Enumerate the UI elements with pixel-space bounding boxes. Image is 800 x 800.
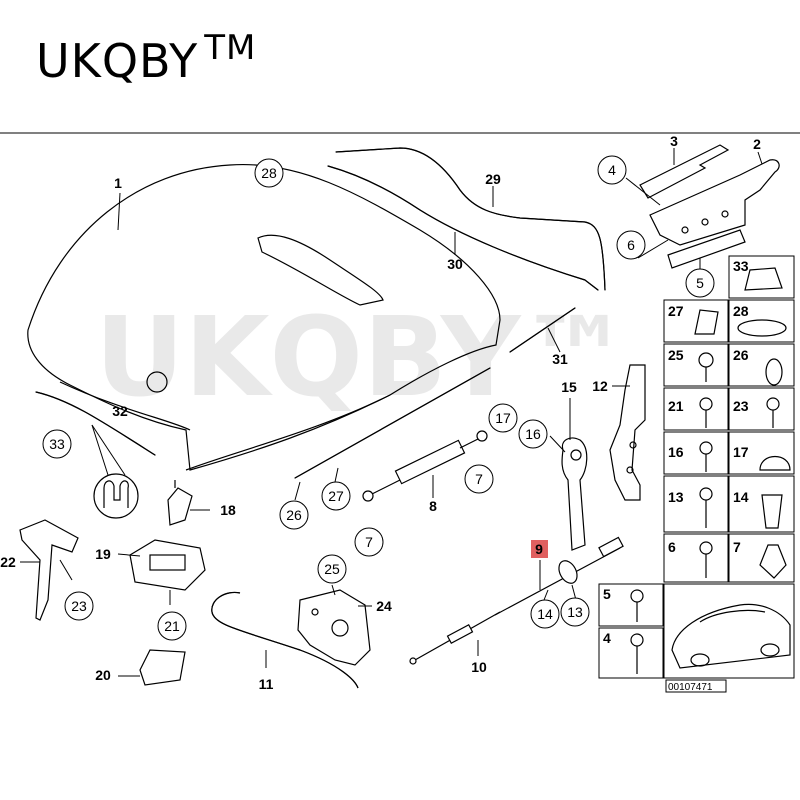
hook-part: [19, 519, 79, 621]
callout-9-highlight: 9: [531, 540, 548, 558]
svg-text:13: 13: [668, 489, 684, 505]
svg-text:27: 27: [328, 488, 344, 504]
hood-lock-part: [297, 584, 372, 666]
callout-21: 21: [157, 611, 187, 641]
release-handle-part: [549, 398, 588, 551]
hinge-part: [625, 144, 780, 270]
drawing-number: 00107471: [668, 682, 713, 693]
svg-text:25: 25: [324, 561, 340, 577]
svg-text:17: 17: [733, 444, 749, 460]
bowden-cable-part: [409, 611, 501, 665]
hood-seal-part: [327, 147, 606, 291]
callout-7a: 7: [464, 464, 494, 494]
svg-text:16: 16: [525, 426, 541, 442]
callout-33: 33: [42, 429, 72, 459]
hood-part: [27, 163, 501, 471]
buffer-block-part: [117, 539, 206, 605]
svg-text:28: 28: [261, 165, 277, 181]
highlight-box: [531, 540, 548, 558]
bracket-part: [609, 364, 646, 501]
label-3: 3: [670, 133, 678, 149]
svg-text:33: 33: [733, 258, 749, 274]
watermark: UKQBY™: [95, 293, 631, 421]
cable-11-part: [211, 591, 359, 689]
svg-text:13: 13: [567, 604, 583, 620]
label-20: 20: [95, 667, 111, 683]
callout-6: 6: [616, 230, 646, 260]
label-19: 19: [95, 546, 111, 562]
callout-7b: 7: [354, 527, 384, 557]
svg-text:23: 23: [733, 398, 749, 414]
svg-text:7: 7: [365, 534, 373, 550]
svg-text:21: 21: [164, 618, 180, 634]
gas-strut-part: [362, 430, 488, 502]
callout-26: 26: [279, 500, 309, 530]
svg-text:5: 5: [696, 275, 704, 291]
svg-text:4: 4: [608, 162, 616, 178]
brand-trademark: TM: [204, 28, 257, 68]
car-silhouette: [671, 603, 791, 669]
svg-text:6: 6: [668, 539, 676, 555]
svg-text:9: 9: [535, 541, 543, 557]
svg-text:23: 23: [71, 598, 87, 614]
callout-14: 14: [530, 599, 560, 629]
label-29: 29: [485, 171, 501, 187]
svg-text:26: 26: [733, 347, 749, 363]
callout-4: 4: [597, 155, 627, 185]
svg-text:25: 25: [668, 347, 684, 363]
label-11: 11: [259, 676, 274, 692]
label-2: 2: [753, 136, 761, 152]
callout-16: 16: [518, 419, 548, 449]
label-15: 15: [561, 379, 577, 395]
rear-strip-part: [294, 367, 491, 501]
label-31: 31: [552, 351, 568, 367]
svg-text:26: 26: [286, 507, 302, 523]
svg-text:5: 5: [603, 586, 611, 602]
svg-text:28: 28: [733, 303, 749, 319]
safety-catch-part: [167, 480, 210, 526]
svg-text:7: 7: [733, 539, 741, 555]
svg-text:7: 7: [475, 471, 483, 487]
label-12: 12: [592, 378, 608, 394]
svg-text:17: 17: [495, 410, 511, 426]
callout-13: 13: [560, 597, 590, 627]
callout-27: 27: [321, 481, 351, 511]
label-10: 10: [471, 659, 487, 675]
label-24: 24: [376, 598, 392, 614]
callout-28: 28: [254, 158, 284, 188]
side-seal-part: [35, 391, 156, 519]
label-8: 8: [429, 498, 437, 514]
svg-text:14: 14: [733, 489, 749, 505]
svg-text:6: 6: [627, 237, 635, 253]
release-cable-part: [494, 536, 624, 616]
fastener-grid: 33 27 28 25 26 21 23 16 17 13 14: [598, 255, 795, 693]
brand-name: UKQBY: [36, 34, 199, 88]
svg-text:16: 16: [668, 444, 684, 460]
label-32: 32: [112, 403, 128, 419]
svg-text:27: 27: [668, 303, 684, 319]
catch-block-part: [118, 649, 186, 686]
callout-25: 25: [317, 554, 347, 584]
label-18: 18: [220, 502, 236, 518]
callout-23: 23: [64, 591, 94, 621]
front-strip-part: [509, 307, 576, 353]
svg-text:4: 4: [603, 630, 611, 646]
callout-5: 5: [685, 268, 715, 298]
label-30: 30: [447, 256, 463, 272]
callout-17: 17: [488, 403, 518, 433]
svg-text:33: 33: [49, 436, 65, 452]
label-1: 1: [114, 175, 122, 191]
svg-text:21: 21: [668, 398, 684, 414]
svg-text:14: 14: [537, 606, 553, 622]
label-22: 22: [0, 554, 16, 570]
